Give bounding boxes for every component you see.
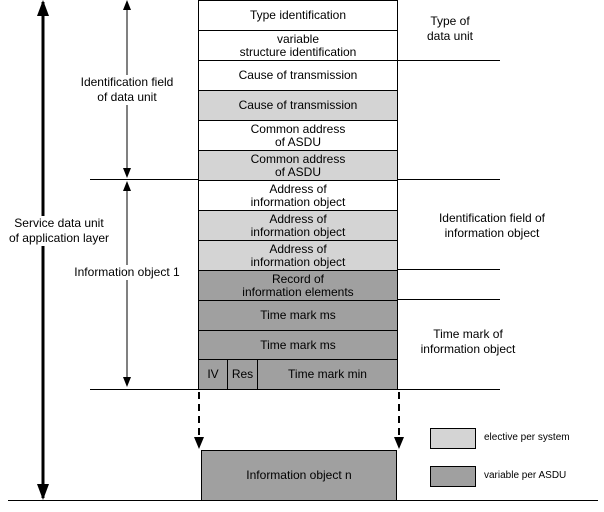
frame-field-label: Time mark ms bbox=[260, 338, 336, 352]
separator-info-object-id bbox=[398, 269, 500, 270]
frame-field: Address of information object bbox=[198, 240, 398, 271]
frame-field: Time mark ms bbox=[198, 300, 398, 331]
frame-field-label: Common address of ASDU bbox=[250, 121, 346, 149]
frame-field-label: Type identification bbox=[249, 8, 347, 22]
information-object-1-arrowhead-top bbox=[123, 181, 131, 191]
legend-swatch-variable bbox=[430, 466, 476, 487]
time-mark-info-object-label: Time mark of information object bbox=[420, 327, 516, 356]
identification-field-arrowhead-bottom bbox=[123, 168, 131, 178]
frame-field-label: Common address of ASDU bbox=[250, 151, 346, 179]
res-label: Res bbox=[231, 367, 254, 381]
frame-field-label: Address of information object bbox=[250, 211, 346, 239]
identification-field-arrowhead-top bbox=[123, 0, 131, 10]
dashed-arrowhead-right bbox=[394, 437, 404, 449]
frame-field: Cause of transmission bbox=[198, 90, 398, 121]
iv-field: IV bbox=[198, 359, 228, 390]
dashed-arrowhead-left bbox=[194, 437, 204, 449]
type-of-data-unit-label: Type of data unit bbox=[426, 14, 474, 43]
frame-field: Type identification bbox=[198, 0, 398, 31]
legend-label-elective: elective per system bbox=[484, 432, 570, 443]
legend-label-variable: variable per ASDU bbox=[484, 470, 567, 481]
time-mark-min-label: Time mark min bbox=[288, 367, 367, 381]
frame-field-label: Address of information object bbox=[250, 241, 346, 269]
frame-field: Common address of ASDU bbox=[198, 150, 398, 181]
identification-field-info-object-label: Identification field of information obje… bbox=[438, 211, 546, 240]
frame-field-label: Cause of transmission bbox=[238, 68, 358, 82]
frame-field: Address of information object bbox=[198, 210, 398, 241]
service-data-unit-arrowhead-bottom bbox=[37, 484, 49, 500]
frame-field-label: variable structure identification bbox=[239, 31, 357, 59]
legend-swatch-elective bbox=[430, 428, 476, 449]
frame-field-label: Address of information object bbox=[250, 181, 346, 209]
identification-field-data-unit-label: Identification field of data unit bbox=[66, 75, 188, 105]
frame-field-label: Cause of transmission bbox=[238, 98, 358, 112]
information-object-1-label: Information object 1 bbox=[72, 265, 182, 280]
frame-field: Address of information object bbox=[198, 180, 398, 211]
time-mark-min-field: Time mark min bbox=[257, 359, 398, 390]
frame-field-label: Record of information elements bbox=[242, 271, 354, 299]
separator-type-unit bbox=[398, 60, 500, 61]
res-field: Res bbox=[227, 359, 258, 390]
separator-record bbox=[398, 299, 500, 300]
frame-field-label: Time mark ms bbox=[260, 308, 336, 322]
frame-field: Record of information elements bbox=[198, 270, 398, 301]
service-data-unit-arrowhead-top bbox=[37, 0, 49, 16]
information-object-n: Information object n bbox=[201, 450, 397, 501]
legend: elective per system variable per ASDU bbox=[430, 428, 600, 490]
information-object-1-arrowhead-bottom bbox=[123, 377, 131, 387]
information-object-n-label: Information object n bbox=[246, 468, 352, 482]
service-data-unit-label: Service data unit of application layer bbox=[0, 216, 118, 246]
iv-label: IV bbox=[207, 367, 219, 381]
